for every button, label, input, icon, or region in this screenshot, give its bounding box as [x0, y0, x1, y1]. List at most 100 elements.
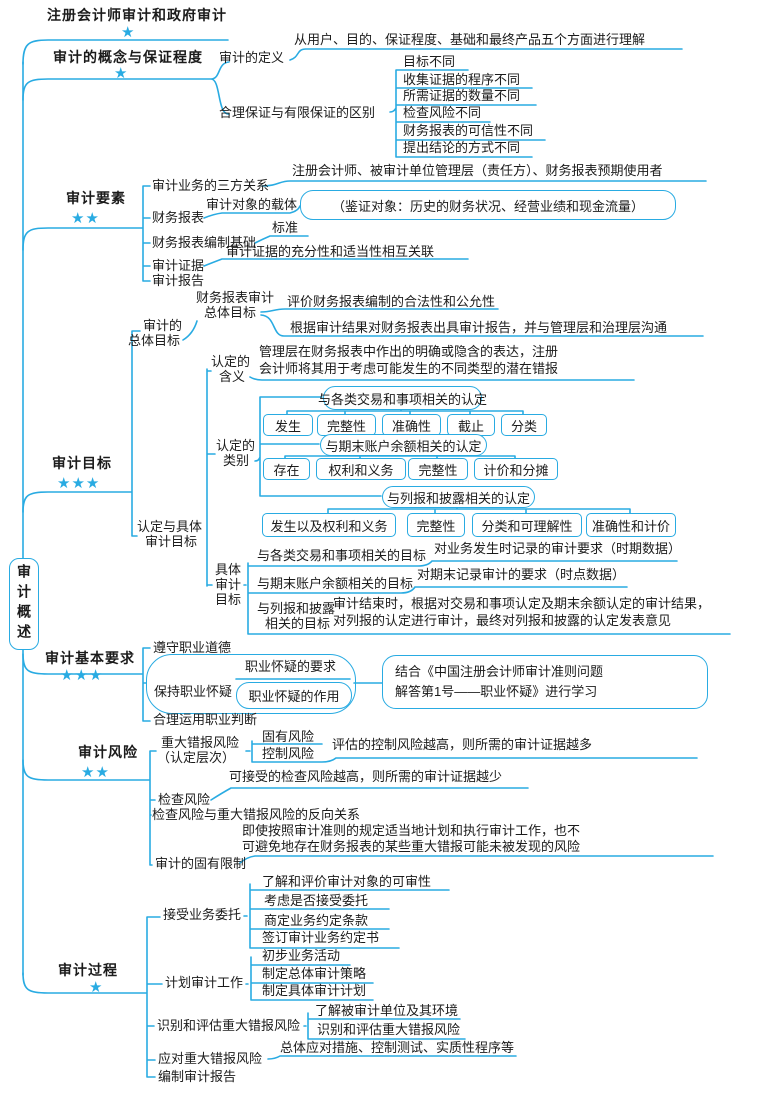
note-evidence: 审计证据的充分性和适当性相互关联 [226, 244, 435, 259]
node-overall-objective-1: 审计的 [143, 318, 183, 333]
assertion-item: 完整性 [317, 414, 376, 436]
node-audit-definition: 审计的定义 [219, 50, 285, 65]
node-audit-report: 审计报告 [152, 273, 205, 288]
node-prepare-audit-report: 编制审计报告 [158, 1069, 237, 1084]
node-assertion-categories-1: 认定的 [216, 438, 256, 453]
node-assertion-meaning-1: 认定的 [211, 354, 251, 369]
node-transaction-objectives: 与各类交易和事项相关的目标 [257, 548, 427, 563]
box-skepticism-study-note: 结合《中国注册会计师审计准则问题 解答第1号——职业怀疑》进行学习 [382, 655, 708, 709]
diff-item: 检查风险不同 [403, 105, 482, 120]
node-overall-objective-2: 总体目标 [128, 333, 181, 348]
note-inherent-limitation: 可避免地存在财务报表的某些重大错报可能未被发现的风险 [242, 839, 581, 854]
node-audit-evidence: 审计证据 [152, 258, 205, 273]
node-audit-planning: 计划审计工作 [165, 975, 244, 990]
risk-assess-item: 识别和评估重大错报风险 [317, 1022, 461, 1037]
node-identify-assess-rmm: 识别和评估重大错报风险 [157, 1018, 301, 1033]
planning-item: 制定总体审计策略 [262, 966, 367, 981]
node-professional-judgment: 合理运用职业判断 [153, 712, 258, 727]
diff-item: 目标不同 [403, 54, 456, 69]
node-specific-objectives-3: 目标 [215, 592, 242, 607]
planning-item: 初步业务活动 [262, 948, 341, 963]
box-skepticism-role: 职业怀疑的作用 [236, 682, 352, 709]
root-node: 审计概述 [9, 558, 39, 650]
branch7-stars: ★ [89, 979, 104, 996]
node-control-risk: 控制风险 [262, 746, 315, 761]
node-rmm-1: 重大错报风险 [161, 735, 240, 750]
note-assertion-meaning: 会计师将其用于考虑可能发生的不同类型的潜在错报 [259, 361, 559, 376]
node-presentation-objectives-1: 与列报和披露 [257, 601, 336, 616]
node-three-party: 审计业务的三方关系 [152, 178, 270, 193]
box-presentation-assertions: 与列报和披露相关的认定 [382, 486, 535, 508]
node-balance-objectives: 与期末账户余额相关的目标 [257, 576, 414, 591]
node-rmm-2: （认定层次） [157, 750, 236, 765]
node-inherent-limitation: 审计的固有限制 [155, 856, 247, 871]
branch-basic-requirements: 审计基本要求 [45, 650, 135, 666]
branch4-lines [22, 308, 731, 635]
assertion-item: 准确性和计价 [586, 513, 676, 537]
node-assertion-specific-2: 审计目标 [145, 534, 198, 549]
note-balance-objectives: 对期末记录审计的要求（时点数据） [417, 567, 626, 582]
box-transaction-assertions: 与各类交易和事项相关的认定 [318, 386, 487, 410]
assertion-item: 准确性 [382, 414, 441, 436]
branch4-stars: ★★★ [57, 475, 101, 492]
note-assertion-meaning: 管理层在财务报表中作出的明确或隐含的表达，注册 [259, 344, 559, 359]
note-basis-standard: 标准 [272, 220, 299, 235]
diff-item: 所需证据的数量不同 [403, 88, 521, 103]
note-overall-objective: 评价财务报表编制的合法性和公允性 [287, 294, 496, 309]
planning-item: 制定具体审计计划 [262, 983, 367, 998]
note-inherent-limitation: 即使按照审计准则的规定适当地计划和执行审计工作，也不 [242, 823, 581, 838]
node-detection-risk: 检查风险 [158, 792, 211, 807]
node-fs-overall-2: 总体目标 [204, 305, 257, 320]
branch-audit-process: 审计过程 [58, 962, 118, 978]
note-overall-objective: 根据审计结果对财务报表出具审计报告，并与管理层和治理层沟通 [290, 320, 668, 335]
branch-audit-risk: 审计风险 [78, 744, 138, 760]
node-specific-objectives-1: 具体 [215, 562, 242, 577]
assertion-item: 权利和义务 [316, 458, 406, 480]
node-inverse-relation: 检查风险与重大错报风险的反向关系 [152, 807, 361, 822]
node-assertion-meaning-2: 含义 [219, 369, 246, 384]
acceptance-item: 商定业务约定条款 [264, 913, 369, 928]
node-specific-objectives-2: 审计 [215, 577, 242, 592]
assertion-item: 发生 [263, 414, 313, 436]
acceptance-item: 签订审计业务约定书 [262, 930, 380, 945]
box-balance-assertions: 与期末账户余额相关的认定 [320, 434, 487, 456]
note-respond-rmm: 总体应对措施、控制测试、实质性程序等 [280, 1040, 515, 1055]
branch1-stars: ★ [121, 24, 136, 41]
note-transaction-objectives: 对业务发生时记录的审计要求（时期数据） [434, 541, 682, 556]
assertion-item: 计价和分摊 [474, 458, 558, 480]
node-assurance-difference: 合理保证与有限保证的区别 [219, 105, 376, 120]
assertion-item: 截止 [447, 414, 495, 436]
node-assertion-categories-2: 类别 [223, 453, 250, 468]
acceptance-item: 考虑是否接受委托 [264, 893, 369, 908]
branch5-stars: ★★★ [60, 667, 104, 684]
skepticism-outline [146, 654, 356, 714]
branch-audit-elements: 审计要素 [66, 190, 126, 206]
risk-assess-item: 了解被审计单位及其环境 [315, 1003, 459, 1018]
note-fs-carrier: 审计对象的载体 [206, 197, 298, 212]
node-presentation-objectives-2: 相关的目标 [265, 616, 331, 631]
assertion-item: 完整性 [408, 458, 468, 480]
note-control-risk: 评估的控制风险越高，则所需的审计证据越多 [332, 737, 593, 752]
branch-concept-assurance: 审计的概念与保证程度 [53, 49, 203, 65]
note-presentation-objectives: 对列报的认定进行审计，最终对列报和披露的认定发表意见 [333, 613, 672, 628]
branch7-lines [22, 883, 517, 1078]
branch3-lines [22, 180, 707, 282]
branch2-stars: ★ [114, 65, 129, 82]
node-skepticism-requirement: 职业怀疑的要求 [245, 659, 337, 674]
branch-cpa-vs-gov: 注册会计师审计和政府审计 [47, 7, 227, 23]
note-detection-risk: 可接受的检查风险越高，则所需的审计证据越少 [229, 769, 503, 784]
skepticism-note-line1: 结合《中国注册会计师审计准则问题 [395, 663, 604, 679]
node-professional-ethics: 遵守职业道德 [153, 640, 232, 655]
note-presentation-objectives: 审计结束时，根据对交易和事项认定及期末余额认定的审计结果， [333, 596, 711, 611]
note-three-party: 注册会计师、被审计单位管理层（责任方）、财务报表预期使用者 [292, 163, 663, 178]
branch2-lines [22, 48, 683, 158]
node-professional-skepticism: 保持职业怀疑 [154, 684, 233, 699]
node-inherent-risk: 固有风险 [262, 729, 315, 744]
branch1-line [22, 39, 229, 65]
acceptance-item: 了解和评价审计对象的可审性 [262, 874, 432, 889]
skepticism-note-line2: 解答第1号——职业怀疑》进行学习 [395, 684, 598, 699]
branch3-stars: ★★ [71, 210, 100, 227]
diff-item: 财务报表的可信性不同 [403, 123, 534, 138]
